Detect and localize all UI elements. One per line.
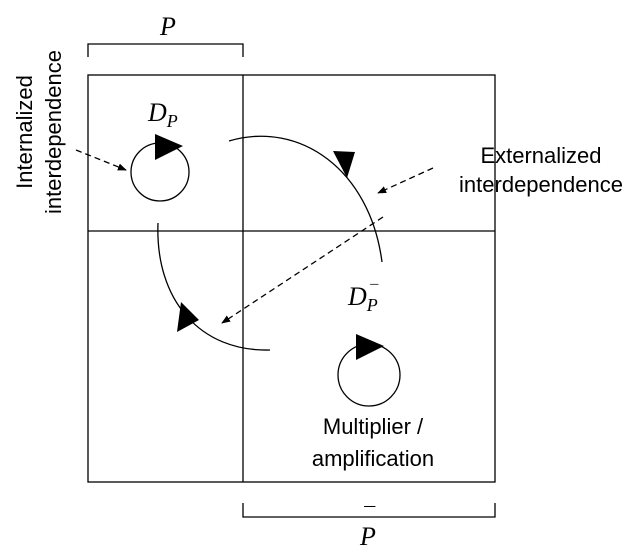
internalized-label-line2: interdependence [41, 50, 66, 214]
top-bracket-label: P [159, 12, 176, 41]
externalized-pointer-arrow [377, 167, 434, 194]
top-bracket [87, 43, 244, 57]
internalized-label: Internalized [12, 75, 37, 189]
cycle-arc-bottom-left [157, 222, 271, 351]
outer-square [87, 74, 496, 483]
bottom-bracket-label: P [359, 522, 376, 549]
dpbar-loop-arrowhead [356, 334, 384, 360]
bottom-bracket-overbar: ¯ [363, 503, 376, 528]
multiplier-label: Multiplier / [323, 414, 424, 439]
cross-quadrant-arrow [221, 216, 384, 324]
dpbar-sub-overbar: ¯ [369, 283, 379, 300]
externalized-label-line2: interdependence [459, 172, 623, 197]
internalized-pointer-arrow [75, 149, 127, 171]
dpbar-label: DP [347, 282, 378, 315]
cycle-arrowhead-2 [177, 302, 199, 332]
dp-label: DP [147, 98, 178, 131]
multiplier-label-line2: amplification [312, 446, 434, 471]
bottom-bracket [242, 503, 496, 518]
cycle-arrowhead-1 [333, 151, 355, 178]
externalized-label: Externalized [480, 143, 601, 168]
dp-loop-arrowhead [155, 134, 183, 160]
cycle-arc-top-right [228, 135, 383, 263]
